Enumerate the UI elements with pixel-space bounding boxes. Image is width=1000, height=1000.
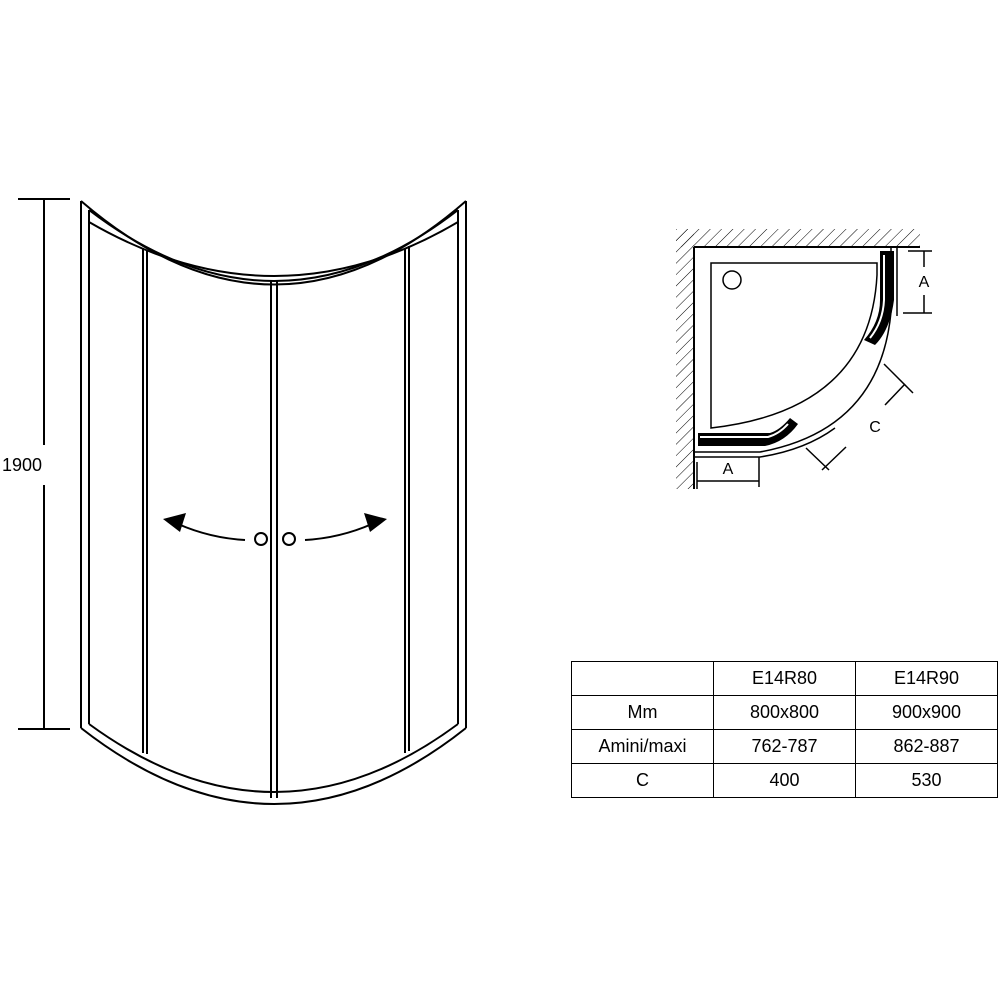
left-handle-icon: [254, 532, 268, 546]
right-arrowhead-icon: [364, 513, 387, 532]
bottom-fixed-panel: [698, 418, 798, 446]
front-view: 1900: [2, 198, 467, 805]
row-label: Amini/maxi: [571, 729, 714, 764]
drain-icon: [722, 270, 742, 290]
right-handle-icon: [282, 532, 296, 546]
header-cell: [571, 661, 714, 696]
header-cell: E14R80: [713, 661, 856, 696]
side-wall: [676, 229, 694, 489]
right-fixed-panel: [864, 251, 894, 345]
table-row: Amini/maxi 762-787 862-887: [571, 729, 998, 764]
label-c: C: [869, 419, 881, 436]
dimension-c: [805, 363, 914, 471]
dimension-a-side: [903, 250, 932, 314]
shower-tray: [710, 262, 878, 429]
spec-table: E14R80 E14R90 Mm 800x800 900x900 Amini/m…: [571, 661, 998, 798]
row-label: Mm: [571, 695, 714, 730]
right-arrow-icon: [304, 523, 373, 541]
table-header-row: E14R80 E14R90: [571, 661, 998, 696]
plan-view: A A C: [676, 229, 932, 489]
header-cell: E14R90: [855, 661, 998, 696]
enclosure-frame: [80, 200, 467, 805]
table-cell: 862-887: [855, 729, 998, 764]
label-a-bottom: A: [723, 461, 734, 478]
table-cell: 530: [855, 763, 998, 798]
dimension-a-bottom: [696, 457, 760, 489]
table-cell: 800x800: [713, 695, 856, 730]
table-cell: 900x900: [855, 695, 998, 730]
row-label: C: [571, 763, 714, 798]
label-a-side: A: [919, 274, 930, 291]
left-arrow-icon: [177, 523, 246, 541]
table-row: C 400 530: [571, 763, 998, 798]
left-arrowhead-icon: [163, 513, 186, 532]
height-label: 1900: [2, 455, 42, 475]
table-row: Mm 800x800 900x900: [571, 695, 998, 730]
enclosure-outline: [694, 247, 892, 453]
back-wall: [676, 229, 920, 247]
table-cell: 762-787: [713, 729, 856, 764]
height-dimension: [18, 198, 70, 730]
table-cell: 400: [713, 763, 856, 798]
